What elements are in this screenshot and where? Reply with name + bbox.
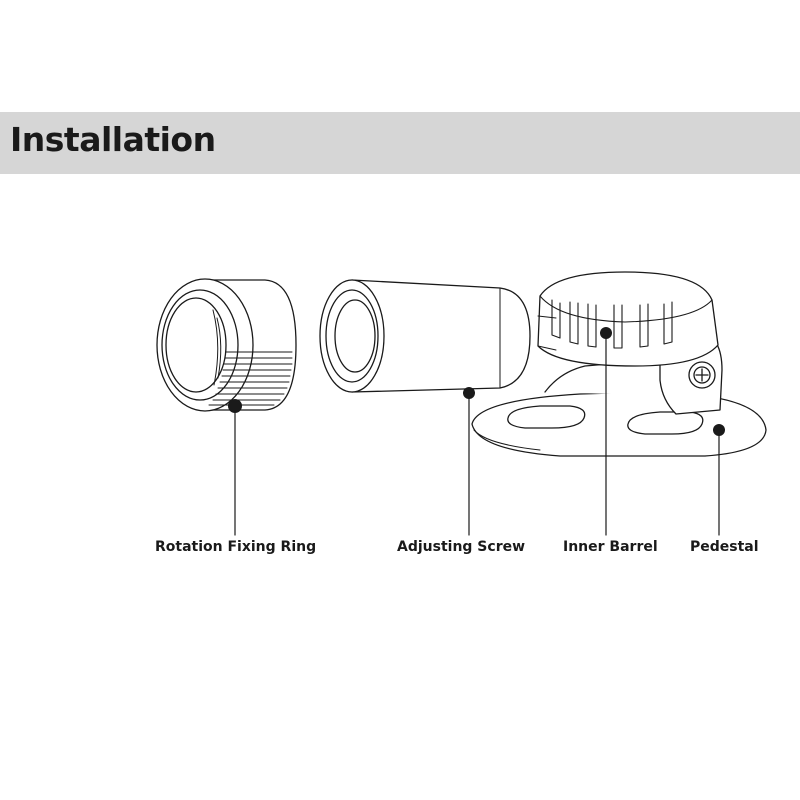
leader-lines xyxy=(234,332,720,536)
callout-dot-pedestal xyxy=(713,424,725,436)
label-pedestal: Pedestal xyxy=(690,539,759,555)
label-inner-barrel: Inner Barrel xyxy=(563,539,658,555)
callout-dot-adjusting-screw xyxy=(463,387,475,399)
header-band xyxy=(0,112,800,174)
adjusting-screw-part xyxy=(319,279,531,393)
callout-dots xyxy=(228,327,725,436)
label-adjusting-screw: Adjusting Screw xyxy=(397,539,526,555)
pedestal-part xyxy=(471,331,767,457)
label-rotation-fixing-ring: Rotation Fixing Ring xyxy=(155,539,317,555)
callout-dot-inner-barrel xyxy=(600,327,612,339)
page-title: Installation xyxy=(10,120,216,159)
callout-dot-rotation-fixing-ring xyxy=(228,399,242,413)
inner-barrel-part xyxy=(537,271,719,367)
rotation-fixing-ring-part xyxy=(156,278,297,412)
